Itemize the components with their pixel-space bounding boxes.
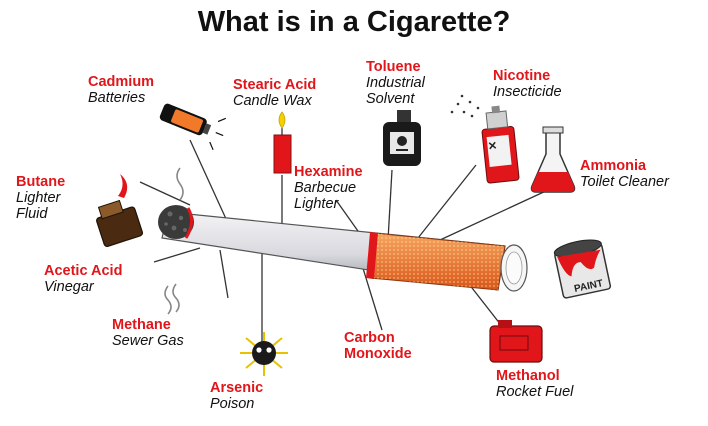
chemical-name: Methane xyxy=(112,317,171,333)
solvent-bottle-icon xyxy=(383,110,421,166)
common-use: Candle Wax xyxy=(233,93,312,109)
battery-icon xyxy=(159,103,227,151)
chemical-name-line-1: Carbon xyxy=(344,330,395,346)
common-use: Toilet Cleaner xyxy=(580,174,669,190)
cigarette xyxy=(158,205,528,292)
lighter-icon xyxy=(96,199,144,248)
label-toluene: Toluene Industrial Solvent xyxy=(366,59,425,107)
chemical-name: Hexamine xyxy=(294,164,363,180)
chemical-name: Ammonia xyxy=(580,158,647,174)
label-ammonia: Ammonia Toilet Cleaner xyxy=(580,158,669,190)
label-hexamine: Hexamine Barbecue Lighter xyxy=(294,164,363,212)
label-methanol: Methanol Rocket Fuel xyxy=(496,368,573,400)
common-use: Poison xyxy=(210,396,255,412)
label-arsenic: Arsenic Poison xyxy=(210,380,263,412)
diagram-title: What is in a Cigarette? xyxy=(197,6,511,38)
common-use: Sewer Gas xyxy=(112,333,184,349)
spray-can-icon xyxy=(481,105,520,184)
chemical-name: Methanol xyxy=(496,368,560,384)
common-use: Batteries xyxy=(88,90,146,106)
common-use-line-1: Barbecue xyxy=(294,180,357,196)
label-carbon-monoxide: Carbon Monoxide xyxy=(344,330,412,362)
smoke-wisps xyxy=(164,167,184,315)
common-use-line-2: Solvent xyxy=(366,91,415,107)
chemical-name: Acetic Acid xyxy=(44,263,123,279)
chemical-name: Toluene xyxy=(366,59,421,75)
label-methane: Methane Sewer Gas xyxy=(112,317,184,349)
candle-icon xyxy=(273,111,292,174)
label-stearic-acid: Stearic Acid Candle Wax xyxy=(233,77,316,109)
common-use: Insecticide xyxy=(493,84,562,100)
common-use: Vinegar xyxy=(44,279,94,295)
label-acetic-acid: Acetic Acid Vinegar xyxy=(44,263,122,295)
common-use-line-2: Fluid xyxy=(16,206,48,222)
common-use-line-2: Lighter xyxy=(294,196,339,212)
common-use: Rocket Fuel xyxy=(496,384,574,400)
chemical-name: Stearic Acid xyxy=(233,77,317,93)
skull-icon xyxy=(240,332,288,376)
chemical-name: Cadmium xyxy=(88,74,155,90)
chemical-name: Arsenic xyxy=(210,380,264,396)
label-nicotine: Nicotine Insecticide xyxy=(493,68,562,100)
label-butane: Butane Lighter Fluid xyxy=(16,174,65,222)
spray-mist xyxy=(450,94,480,118)
label-cadmium: Cadmium Batteries xyxy=(88,74,154,106)
paint-can-icon: PAINT xyxy=(553,239,612,299)
chemical-name: Nicotine xyxy=(493,68,551,84)
lighter-flame-icon xyxy=(118,174,128,198)
flask-icon xyxy=(530,126,576,193)
common-use-line-1: Lighter xyxy=(16,190,61,206)
fuel-can-icon xyxy=(489,320,543,363)
chemical-name-line-2: Monoxide xyxy=(344,346,412,362)
chemical-name: Butane xyxy=(16,174,66,190)
common-use-line-1: Industrial xyxy=(366,75,425,91)
